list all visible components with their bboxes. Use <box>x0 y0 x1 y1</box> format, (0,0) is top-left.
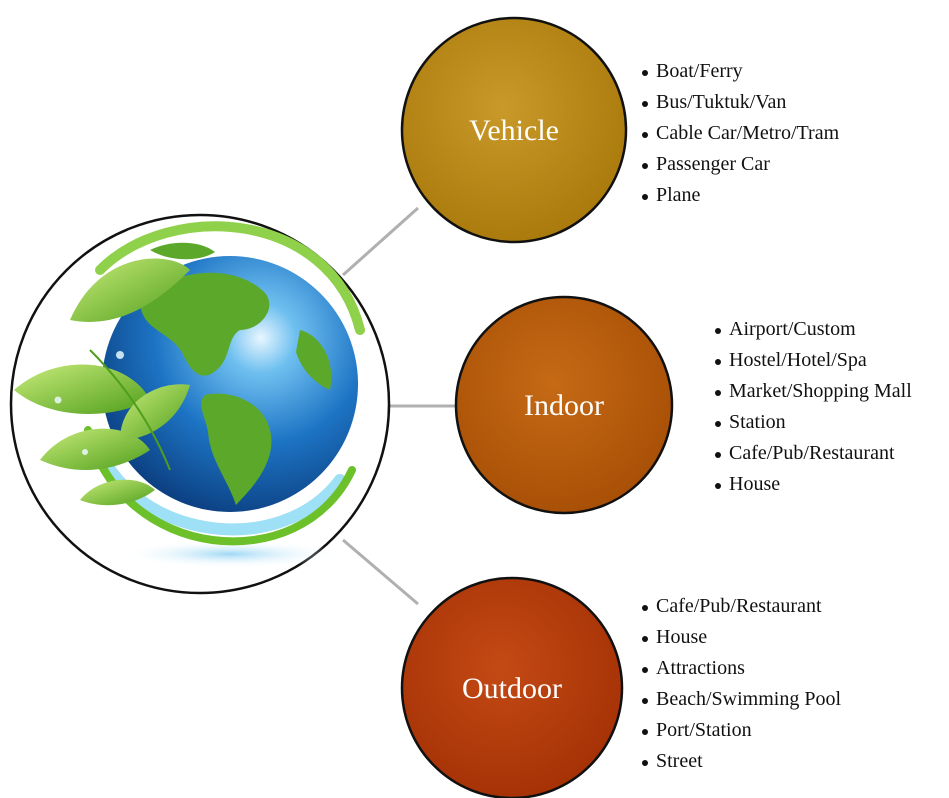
list-vehicle-items: Boat/Ferry Bus/Tuktuk/Van Cable Car/Metr… <box>640 56 839 211</box>
globe-with-leaves-icon <box>14 221 365 568</box>
bullet-icon <box>715 421 721 427</box>
list-item: House <box>640 622 841 653</box>
list-item: Cable Car/Metro/Tram <box>640 118 839 149</box>
list-item: Hostel/Hotel/Spa <box>713 345 912 376</box>
bullet-icon <box>642 132 648 138</box>
bullet-icon <box>642 698 648 704</box>
hub-globe <box>9 213 391 595</box>
bullet-icon <box>715 359 721 365</box>
list-item: Station <box>713 407 912 438</box>
bullet-icon <box>715 452 721 458</box>
connector-outdoor <box>342 538 419 606</box>
bullet-icon <box>715 483 721 489</box>
bubble-vehicle: Vehicle <box>400 16 628 244</box>
list-outdoor-items: Cafe/Pub/Restaurant House Attractions Be… <box>640 591 841 777</box>
bubble-label-outdoor: Outdoor <box>462 672 562 705</box>
bubble-indoor: Indoor <box>454 295 674 515</box>
bubble-outdoor: Outdoor <box>400 576 624 798</box>
bullet-icon <box>642 636 648 642</box>
list-item: Street <box>640 746 841 777</box>
bullet-icon <box>642 667 648 673</box>
list-item: Plane <box>640 180 839 211</box>
bullet-icon <box>642 729 648 735</box>
list-item: Beach/Swimming Pool <box>640 684 841 715</box>
list-item: Boat/Ferry <box>640 56 839 87</box>
list-item: Passenger Car <box>640 149 839 180</box>
list-item: Market/Shopping Mall <box>713 376 912 407</box>
list-item: House <box>713 469 912 500</box>
bullet-icon <box>642 101 648 107</box>
bullet-icon <box>642 760 648 766</box>
connector-vehicle <box>342 206 419 277</box>
list-item: Cafe/Pub/Restaurant <box>713 438 912 469</box>
list-indoor-items: Airport/Custom Hostel/Hotel/Spa Market/S… <box>713 314 912 500</box>
list-item: Attractions <box>640 653 841 684</box>
list-item: Cafe/Pub/Restaurant <box>640 591 841 622</box>
bullet-icon <box>642 194 648 200</box>
bullet-icon <box>642 163 648 169</box>
bullet-icon <box>642 70 648 76</box>
bubble-label-vehicle: Vehicle <box>469 114 559 147</box>
list-item: Bus/Tuktuk/Van <box>640 87 839 118</box>
bullet-icon <box>715 390 721 396</box>
list-item: Airport/Custom <box>713 314 912 345</box>
bullet-icon <box>642 605 648 611</box>
list-item: Port/Station <box>640 715 841 746</box>
bubble-label-indoor: Indoor <box>524 389 604 422</box>
bullet-icon <box>715 328 721 334</box>
